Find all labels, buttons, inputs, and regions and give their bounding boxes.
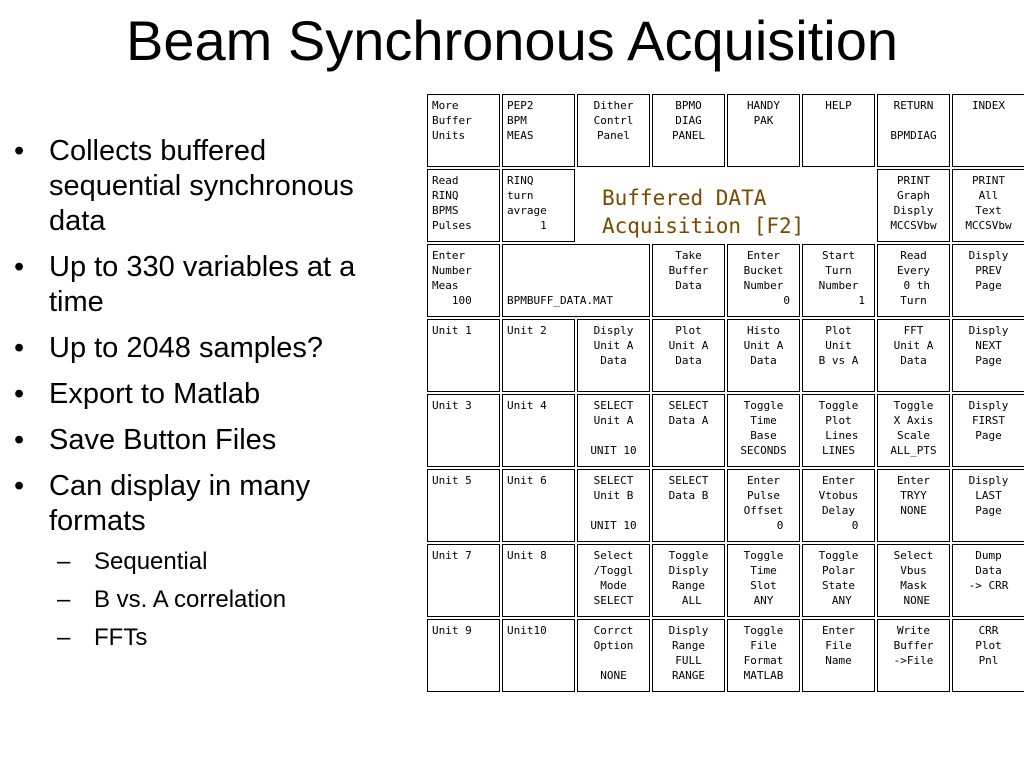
panel-button-r5-c7[interactable]: Disply LAST Page	[952, 469, 1024, 542]
panel-button-r1-c1[interactable]: RINQ turn avrage 1	[502, 169, 575, 242]
bullet-item: •Up to 2048 samples?	[14, 332, 324, 364]
panel-button-r7-c3[interactable]: Disply Range FULL RANGE	[652, 619, 725, 692]
panel-button-r4-c0[interactable]: Unit 3	[427, 394, 500, 467]
panel-button-r5-c1[interactable]: Unit 6	[502, 469, 575, 542]
panel-button-r3-c6[interactable]: FFT Unit A Data	[877, 319, 950, 392]
panel-button-r4-c4[interactable]: Toggle Time Base SECONDS	[727, 394, 800, 467]
panel-button-r6-c5[interactable]: Toggle Polar State ANY	[802, 544, 875, 617]
panel-button-r3-c1[interactable]: Unit 2	[502, 319, 575, 392]
panel-button-r7-c6[interactable]: Write Buffer ->File	[877, 619, 950, 692]
panel-button-r7-c2[interactable]: Corrct Option NONE	[577, 619, 650, 692]
panel-button-r5-c6[interactable]: Enter TRYY NONE	[877, 469, 950, 542]
panel-button-r6-c0[interactable]: Unit 7	[427, 544, 500, 617]
panel-button-r0-c1[interactable]: PEP2 BPM MEAS	[502, 94, 575, 167]
sub-bullet-item: –B vs. A correlation	[57, 586, 287, 613]
panel-button-r2-c4[interactable]: Enter Bucket Number 0	[727, 244, 800, 317]
panel-button-r2-c5[interactable]: Start Turn Number 1	[802, 244, 875, 317]
format-sublist: –Sequential –B vs. A correlation –FFTs	[49, 547, 402, 653]
panel-button-r3-c2[interactable]: Disply Unit A Data	[577, 319, 650, 392]
panel-button-r1-c0[interactable]: Read RINQ BPMS Pulses	[427, 169, 500, 242]
panel-button-r5-c5[interactable]: Enter Vtobus Delay 0	[802, 469, 875, 542]
panel-button-r3-c3[interactable]: Plot Unit A Data	[652, 319, 725, 392]
button-panel: Buffered DATA Acquisition [F2] More Buff…	[427, 94, 1024, 692]
panel-button-r5-c3[interactable]: SELECT Data B	[652, 469, 725, 542]
panel-button-r7-c5[interactable]: Enter File Name	[802, 619, 875, 692]
panel-button-r2-c7[interactable]: Disply PREV Page	[952, 244, 1024, 317]
bullet-item: •Can display in many formats –Sequential…	[12, 469, 402, 653]
panel-button-r5-c4[interactable]: Enter Pulse Offset 0	[727, 469, 800, 542]
bullet-item: •Up to 330 variables at a time	[14, 251, 356, 318]
panel-button-r6-c4[interactable]: Toggle Time Slot ANY	[727, 544, 800, 617]
bullet-item: •Export to Matlab	[14, 378, 261, 410]
panel-button-r6-c7[interactable]: Dump Data -> CRR	[952, 544, 1024, 617]
panel-button-r6-c1[interactable]: Unit 8	[502, 544, 575, 617]
panel-button-r3-c0[interactable]: Unit 1	[427, 319, 500, 392]
panel-banner: Buffered DATA Acquisition [F2]	[602, 186, 805, 238]
panel-button-r4-c2[interactable]: SELECT Unit A UNIT 10	[577, 394, 650, 467]
slide-title: Beam Synchronous Acquisition	[126, 9, 898, 72]
panel-button-r3-c5[interactable]: Plot Unit B vs A	[802, 319, 875, 392]
panel-button-r0-c0[interactable]: More Buffer Units	[427, 94, 500, 167]
panel-button-r3-c4[interactable]: Histo Unit A Data	[727, 319, 800, 392]
feature-list: •Collects buffered sequential synchronou…	[12, 134, 402, 664]
sub-bullet-item: –FFTs	[57, 624, 148, 651]
panel-button-r7-c7[interactable]: CRR Plot Pnl	[952, 619, 1024, 692]
panel-button-r3-c7[interactable]: Disply NEXT Page	[952, 319, 1024, 392]
panel-button-r5-c0[interactable]: Unit 5	[427, 469, 500, 542]
panel-button-r0-c6[interactable]: RETURN BPMDIAG	[877, 94, 950, 167]
panel-button-r0-c2[interactable]: Dither Contrl Panel	[577, 94, 650, 167]
panel-button-r6-c3[interactable]: Toggle Disply Range ALL	[652, 544, 725, 617]
panel-button-r4-c3[interactable]: SELECT Data A	[652, 394, 725, 467]
panel-button-r0-c4[interactable]: HANDY PAK	[727, 94, 800, 167]
panel-button-r2-c1[interactable]: BPMBUFF_DATA.MAT	[502, 244, 650, 317]
panel-button-r5-c2[interactable]: SELECT Unit B UNIT 10	[577, 469, 650, 542]
panel-button-r7-c0[interactable]: Unit 9	[427, 619, 500, 692]
panel-button-r0-c7[interactable]: INDEX	[952, 94, 1024, 167]
panel-button-r6-c2[interactable]: Select /Toggl Mode SELECT	[577, 544, 650, 617]
panel-button-r4-c1[interactable]: Unit 4	[502, 394, 575, 467]
panel-button-r0-c5[interactable]: HELP	[802, 94, 875, 167]
panel-button-r2-c6[interactable]: Read Every 0 th Turn	[877, 244, 950, 317]
panel-button-r1-c7[interactable]: PRINT All Text MCCSVbw	[952, 169, 1024, 242]
panel-button-r7-c4[interactable]: Toggle File Format MATLAB	[727, 619, 800, 692]
sub-bullet-item: –Sequential	[57, 548, 208, 575]
panel-button-r4-c6[interactable]: Toggle X Axis Scale ALL_PTS	[877, 394, 950, 467]
bullet-item: •Collects buffered sequential synchronou…	[14, 135, 354, 237]
panel-button-r4-c5[interactable]: Toggle Plot Lines LINES	[802, 394, 875, 467]
panel-button-r4-c7[interactable]: Disply FIRST Page	[952, 394, 1024, 467]
bullet-item: •Save Button Files	[14, 424, 277, 456]
panel-button-r6-c6[interactable]: Select Vbus Mask NONE	[877, 544, 950, 617]
panel-button-r0-c3[interactable]: BPMO DIAG PANEL	[652, 94, 725, 167]
panel-button-r1-c6[interactable]: PRINT Graph Disply MCCSVbw	[877, 169, 950, 242]
panel-button-r7-c1[interactable]: Unit10	[502, 619, 575, 692]
panel-button-r2-c3[interactable]: Take Buffer Data	[652, 244, 725, 317]
panel-button-r2-c0[interactable]: Enter Number Meas 100	[427, 244, 500, 317]
